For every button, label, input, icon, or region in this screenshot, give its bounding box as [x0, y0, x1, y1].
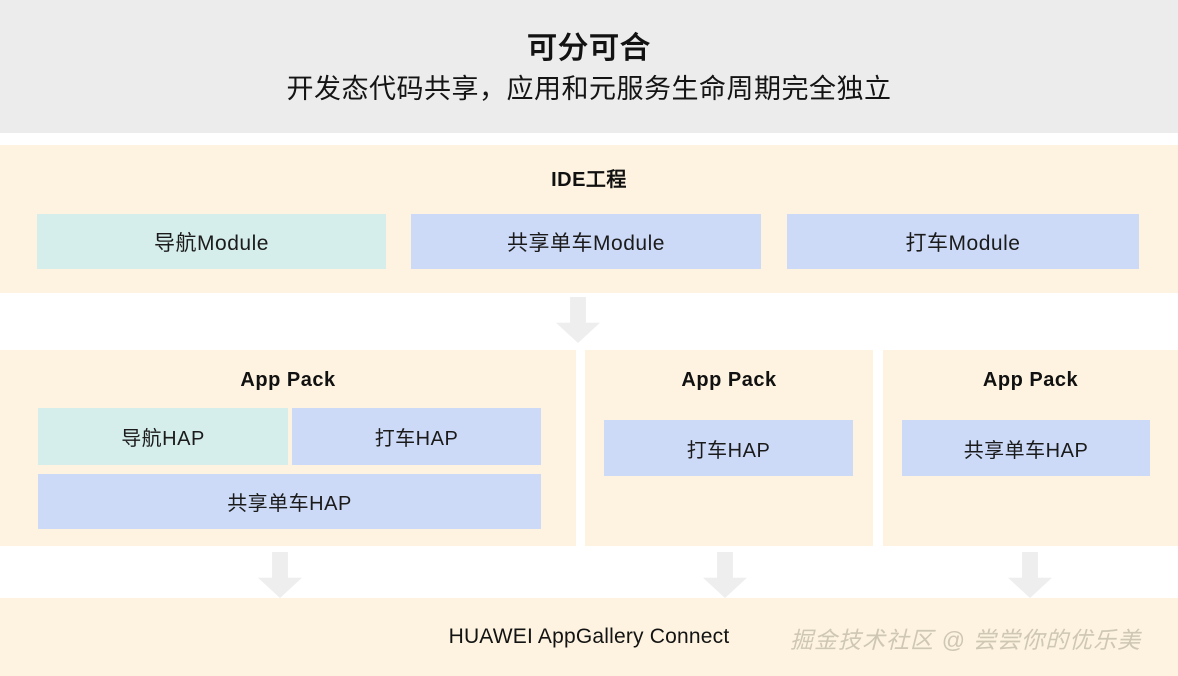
page-title: 可分可合 [527, 31, 651, 65]
hap-label: 共享单车HAP [963, 439, 1089, 462]
module-label: 共享单车Module [507, 231, 665, 255]
app-pack-panel-2: App Pack 打车HAP [585, 350, 873, 546]
app-pack-panel-3: App Pack 共享单车HAP [883, 350, 1178, 546]
app-pack-title: App Pack [240, 369, 336, 391]
module-box-taxi: 打车Module [787, 214, 1139, 269]
app-pack-title: App Pack [982, 369, 1079, 391]
arrow-down-icon [258, 552, 302, 598]
hap-box-taxi: 打车HAP [292, 408, 541, 465]
hap-label: 共享单车HAP [227, 493, 352, 515]
page-subtitle: 开发态代码共享，应用和元服务生命周期完全独立 [286, 74, 892, 105]
app-pack-title: App Pack [681, 369, 777, 391]
ide-project-title: IDE工程 [551, 169, 627, 191]
hap-box-shared-bike: 共享单车HAP [38, 474, 541, 529]
appgallery-connect-bar: HUAWEI AppGallery Connect [0, 598, 1178, 676]
module-label: 导航Module [154, 231, 269, 255]
app-pack-panel-1: App Pack 导航HAP 打车HAP 共享单车HAP [0, 350, 576, 546]
hap-box-taxi: 打车HAP [604, 420, 853, 476]
module-box-shared-bike: 共享单车Module [411, 214, 761, 269]
module-label: 打车Module [905, 231, 1021, 255]
header-band: 可分可合 开发态代码共享，应用和元服务生命周期完全独立 [0, 0, 1178, 133]
hap-label: 导航HAP [121, 428, 205, 450]
hap-box-shared-bike: 共享单车HAP [902, 420, 1150, 476]
module-box-navigation: 导航Module [37, 214, 386, 269]
hap-label: 打车HAP [374, 428, 459, 450]
arrow-down-icon [556, 297, 600, 343]
arrow-down-icon [1008, 552, 1052, 598]
arrow-down-icon [703, 552, 747, 598]
ide-project-panel: IDE工程 导航Module 共享单车Module 打车Module [0, 145, 1178, 293]
hap-box-navigation: 导航HAP [38, 408, 288, 465]
hap-label: 打车HAP [686, 439, 771, 462]
appgallery-connect-label: HUAWEI AppGallery Connect [448, 625, 730, 648]
